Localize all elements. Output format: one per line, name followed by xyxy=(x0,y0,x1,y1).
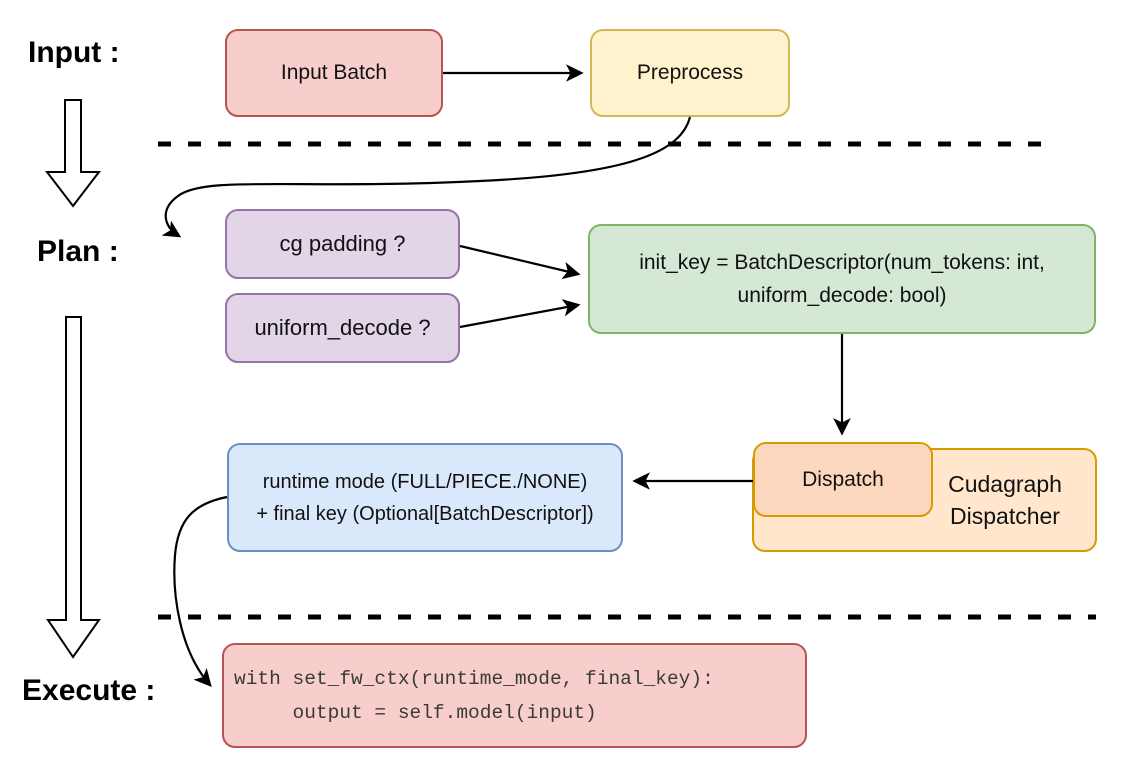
node-dispatch: Dispatch xyxy=(753,442,933,517)
down-arrow-icon-plan-to-execute xyxy=(46,316,101,659)
arrow-uniformdecode-to-initkey xyxy=(459,299,581,329)
node-uniform-decode: uniform_decode ? xyxy=(225,293,460,363)
execute-code-line1: with set_fw_ctx(runtime_mode, final_key)… xyxy=(234,667,714,690)
stage-label-execute: Execute : xyxy=(22,674,156,707)
node-init-key: init_key = BatchDescriptor(num_tokens: i… xyxy=(588,224,1096,334)
node-uniform-decode-label: uniform_decode ? xyxy=(254,315,431,340)
node-preprocess: Preprocess xyxy=(590,29,790,117)
node-input-batch-label: Input Batch xyxy=(280,61,388,84)
node-runtime-mode-line1: runtime mode (FULL/PIECE./NONE) xyxy=(262,470,588,493)
stage-label-plan: Plan : xyxy=(37,235,119,268)
arrow-runtimemode-to-executecode xyxy=(173,495,228,687)
node-execute-code: with set_fw_ctx(runtime_mode, final_key)… xyxy=(222,643,807,748)
arrow-cgpadding-to-initkey xyxy=(459,244,581,280)
node-input-batch: Input Batch xyxy=(225,29,443,117)
node-dispatch-label: Dispatch xyxy=(802,467,884,491)
node-init-key-line1: init_key = BatchDescriptor(num_tokens: i… xyxy=(639,251,1045,274)
execute-code-line2: output = self.model(input) xyxy=(234,701,597,724)
node-runtime-mode-line2: + final key (Optional[BatchDescriptor]) xyxy=(256,502,594,525)
node-cudagraph-dispatcher-label: Cudagraph Dispatcher xyxy=(915,468,1095,532)
node-init-key-line2: uniform_decode: bool) xyxy=(737,284,947,307)
node-cudagraph-dispatcher-line1: Cudagraph xyxy=(948,471,1062,497)
node-preprocess-label: Preprocess xyxy=(636,61,744,84)
node-cudagraph-dispatcher-line2: Dispatcher xyxy=(950,503,1060,529)
down-arrow-icon-input-to-plan xyxy=(44,99,102,208)
node-cg-padding: cg padding ? xyxy=(225,209,460,279)
node-cg-padding-label: cg padding ? xyxy=(279,231,406,256)
stage-label-input: Input : xyxy=(28,36,120,69)
node-runtime-mode: runtime mode (FULL/PIECE./NONE) + final … xyxy=(227,443,623,552)
